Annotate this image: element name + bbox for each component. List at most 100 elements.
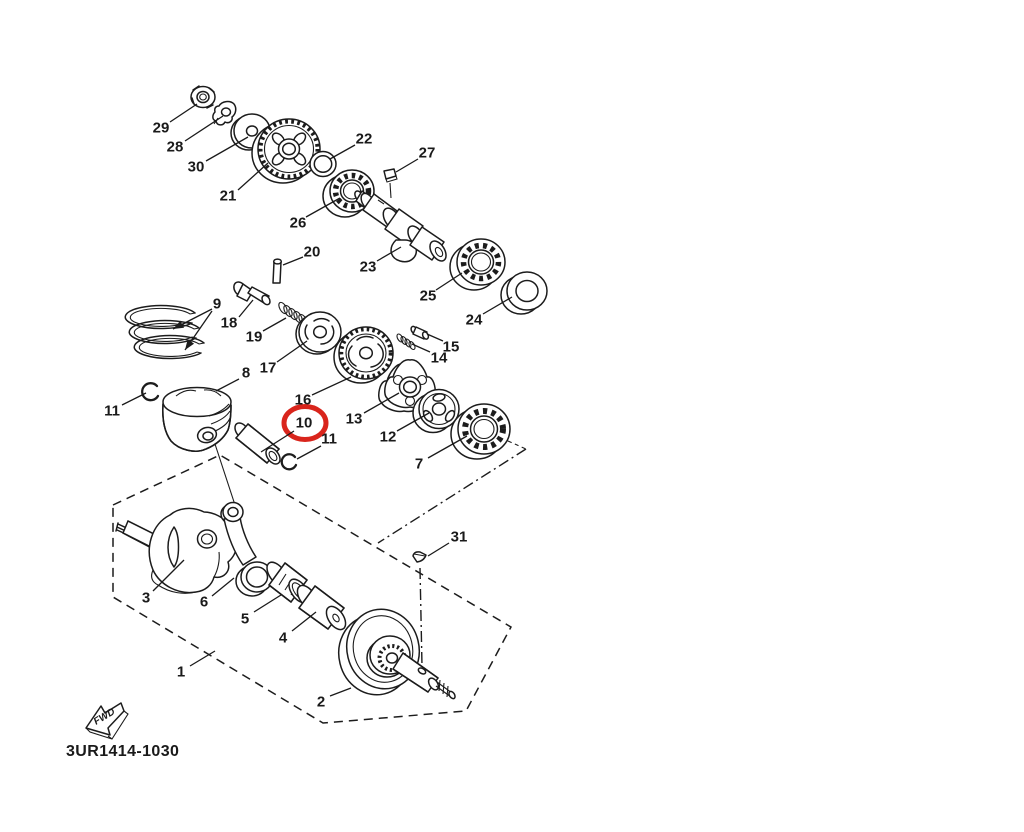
part-number-label[interactable]: 30 (188, 159, 205, 176)
part-7-bearing (450, 403, 511, 460)
part-number-label[interactable]: 23 (360, 259, 377, 276)
callout-18[interactable]: 18 (221, 299, 254, 332)
part-number-label[interactable]: 20 (304, 244, 321, 261)
leader-line-25 (435, 272, 463, 291)
callout-21[interactable]: 21 (220, 162, 269, 205)
callout-1[interactable]: 1 (177, 650, 216, 681)
callout-17[interactable]: 17 (260, 340, 308, 377)
part-number-label[interactable]: 26 (290, 215, 307, 232)
leader-line-30 (205, 136, 249, 162)
callout-14[interactable]: 14 (411, 343, 448, 367)
part-number-label[interactable]: 11 (104, 403, 120, 420)
callout-2[interactable]: 2 (317, 687, 352, 711)
part-9-piston-rings (124, 304, 205, 360)
callout-5[interactable]: 5 (241, 594, 282, 628)
part-number-label[interactable]: 31 (451, 529, 468, 546)
callout-12[interactable]: 12 (380, 412, 430, 446)
part-number-label[interactable]: 3 (142, 590, 150, 607)
part-number-label[interactable]: 16 (295, 392, 312, 409)
leader-line-9 (172, 308, 213, 330)
leader-line-9 (184, 310, 213, 351)
callout-8[interactable]: 8 (215, 365, 250, 392)
part-8-piston (162, 386, 232, 452)
part-25-bearing (449, 238, 506, 291)
part-number-label[interactable]: 25 (420, 288, 437, 305)
part-15-pin (410, 325, 430, 340)
part-number-label[interactable]: 17 (260, 360, 277, 377)
part-number-label[interactable]: 8 (242, 365, 250, 382)
leader-line-21 (237, 162, 269, 191)
part-24-collar (500, 271, 548, 315)
part-number-label[interactable]: 5 (241, 611, 249, 628)
part-31-woodruff-key (412, 551, 427, 667)
fwd-arrow: FWD (85, 702, 129, 740)
leader-line-10 (260, 430, 295, 453)
leader-line-17 (276, 340, 308, 363)
part-6-connecting-rod (220, 501, 274, 597)
part-number-label[interactable]: 15 (443, 339, 460, 356)
leader-line-3 (152, 559, 185, 592)
leader-line-8 (215, 378, 240, 392)
callout-16[interactable]: 16 (295, 376, 352, 409)
part-number-label[interactable]: 6 (200, 594, 208, 611)
part-2-crank-half-right (338, 608, 456, 700)
callout-15[interactable]: 15 (426, 333, 460, 356)
bearing7-center-leader-dashed (507, 440, 527, 450)
callout-29[interactable]: 29 (153, 103, 198, 137)
part-number-label[interactable]: 27 (419, 145, 436, 162)
leader-line-19 (262, 317, 287, 332)
callout-3[interactable]: 3 (142, 559, 185, 607)
callout-11[interactable]: 11 (104, 392, 147, 420)
leader-line-1 (189, 650, 216, 667)
part-4-crank-pin (296, 584, 347, 631)
part-number-label[interactable]: 11 (321, 431, 337, 448)
callout-11[interactable]: 11 (296, 431, 337, 460)
parts-artwork (115, 85, 548, 700)
callout-4[interactable]: 4 (279, 611, 317, 647)
part-18-bolt (233, 281, 271, 306)
part-28-lock-washer (212, 100, 237, 126)
callout-27[interactable]: 27 (395, 145, 436, 173)
leader-line-31 (427, 542, 450, 557)
callout-26[interactable]: 26 (290, 197, 341, 232)
part-number-label[interactable]: 7 (415, 456, 423, 473)
part-number-label[interactable]: 14 (431, 350, 448, 367)
part-number-label[interactable]: 22 (356, 131, 373, 148)
part-number-label[interactable]: 19 (246, 329, 263, 346)
part-11-circlip-left (141, 382, 160, 402)
callout-7[interactable]: 7 (415, 435, 468, 473)
callout-6[interactable]: 6 (200, 577, 235, 611)
part-number-label[interactable]: 1 (177, 664, 185, 681)
callout-13[interactable]: 13 (346, 392, 400, 428)
part-27-key (383, 168, 398, 199)
part-number-label[interactable]: 21 (220, 188, 237, 205)
part-number-label[interactable]: 24 (466, 312, 483, 329)
callout-23[interactable]: 23 (360, 246, 402, 276)
part-number-label[interactable]: 4 (279, 630, 288, 647)
callout-20[interactable]: 20 (282, 244, 321, 266)
part-number-label[interactable]: 28 (167, 139, 184, 156)
part-number-label[interactable]: 12 (380, 429, 397, 446)
leader-line-2 (329, 687, 352, 697)
callout-22[interactable]: 22 (329, 131, 373, 160)
leader-line-13 (363, 392, 400, 414)
leader-line-16 (311, 376, 352, 396)
part-number-label[interactable]: 10 (296, 415, 313, 432)
highlight-ring-part-10 (281, 404, 329, 442)
callout-9[interactable]: 9 (172, 296, 221, 351)
part-3-crank-half-left (115, 507, 238, 594)
part-number-label[interactable]: 9 (213, 296, 221, 313)
part-number-label[interactable]: 13 (346, 411, 363, 428)
axis-line-upper-group (377, 448, 527, 544)
part-number-label[interactable]: 29 (153, 120, 170, 137)
callout-25[interactable]: 25 (420, 272, 463, 305)
part-number-label[interactable]: 2 (317, 694, 325, 711)
callout-28[interactable]: 28 (167, 115, 224, 156)
callout-24[interactable]: 24 (466, 296, 513, 329)
part-number-label[interactable]: 18 (221, 315, 238, 332)
part-10-piston-pin (234, 422, 281, 465)
callout-10[interactable]: 10 (260, 415, 313, 453)
callout-30[interactable]: 30 (188, 136, 249, 176)
callout-19[interactable]: 19 (246, 317, 287, 346)
callout-31[interactable]: 31 (427, 529, 468, 557)
